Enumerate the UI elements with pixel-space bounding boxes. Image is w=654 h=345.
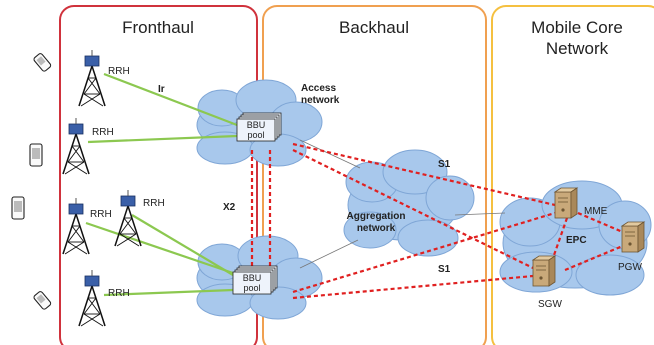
core-title-line2: Network bbox=[546, 39, 609, 58]
fronthaul-region bbox=[59, 5, 258, 345]
aggregation-network-label-1: Aggregation bbox=[347, 211, 406, 222]
server-icon bbox=[532, 255, 556, 287]
phone-icon bbox=[11, 196, 25, 220]
tower-icon bbox=[62, 117, 90, 175]
server-icon bbox=[621, 221, 645, 253]
epc-label: EPC bbox=[566, 235, 587, 246]
rrh-label: RRH bbox=[90, 209, 112, 220]
tower-icon bbox=[62, 197, 90, 255]
bbu-pool-bottom: BBU pool bbox=[232, 265, 278, 295]
aggregation-network-label-2: network bbox=[357, 223, 396, 234]
fronthaul-title: Fronthaul bbox=[122, 18, 194, 37]
access-cloud-top bbox=[196, 79, 323, 167]
backhaul-region bbox=[262, 5, 487, 345]
mme-label: MME bbox=[584, 206, 608, 217]
transport-links bbox=[299, 139, 506, 269]
core-title-line1: Mobile Core bbox=[531, 18, 623, 37]
core-region bbox=[491, 5, 654, 345]
access-network-label-1: Access bbox=[301, 83, 336, 94]
phone-icon bbox=[29, 143, 43, 167]
rrh-label: RRH bbox=[108, 288, 130, 299]
backhaul-title: Backhaul bbox=[339, 18, 409, 37]
bbu-pool-label-2: pool bbox=[243, 283, 260, 293]
server-icon bbox=[554, 187, 578, 219]
fronthaul-links bbox=[85, 72, 238, 297]
pgw-label: PGW bbox=[618, 262, 642, 273]
tower-icon bbox=[78, 269, 106, 327]
sgw-label: SGW bbox=[538, 299, 562, 310]
rrh-label: RRH bbox=[143, 198, 165, 209]
phone-icon bbox=[33, 291, 52, 310]
bbu-pool-label-1: BBU bbox=[243, 273, 262, 283]
x2-label: X2 bbox=[223, 202, 236, 213]
logical-links bbox=[250, 142, 626, 300]
rrh-label: RRH bbox=[92, 127, 114, 138]
bbu-pool-top: BBU pool bbox=[236, 112, 282, 142]
phone-icon bbox=[33, 53, 52, 72]
tower-icon bbox=[78, 49, 106, 107]
access-network-label-2: network bbox=[301, 95, 340, 106]
s1-label-top: S1 bbox=[438, 159, 451, 170]
ir-label: Ir bbox=[158, 84, 165, 95]
aggregation-cloud bbox=[343, 149, 475, 257]
bbu-pool-label-1: BBU bbox=[247, 120, 266, 130]
bbu-pool-label-2: pool bbox=[247, 130, 264, 140]
s1-label-bottom: S1 bbox=[438, 264, 451, 275]
rrh-label: RRH bbox=[108, 66, 130, 77]
